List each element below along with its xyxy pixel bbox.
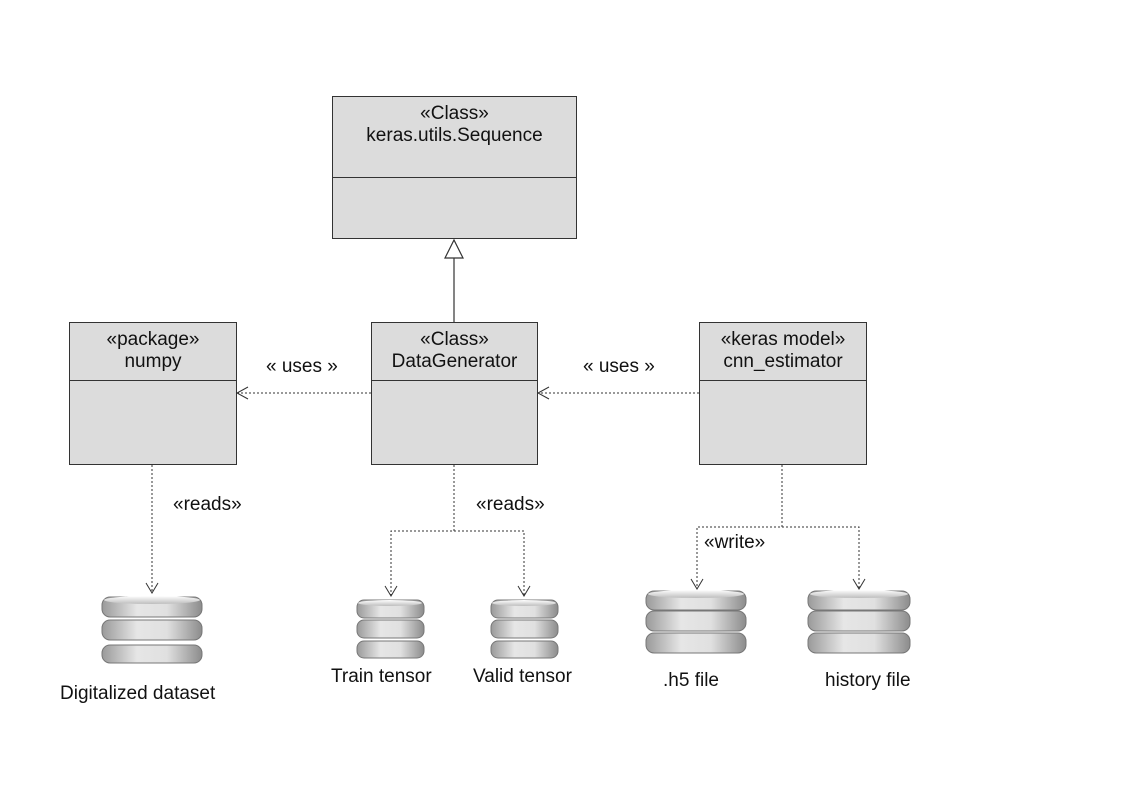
class-header: «package» numpy [70,323,236,381]
class-stereotype: «Class» [420,103,489,124]
class-body [372,381,537,464]
uses-arrow-left [235,386,371,400]
class-body [70,381,236,464]
class-header: «keras model» cnn_estimator [700,323,866,381]
reads-label-left: «reads» [173,494,242,515]
datastore-label-valid: Valid tensor [473,666,572,687]
write-arrow [690,465,866,590]
datastore-label-dataset: Digitalized dataset [60,683,216,704]
database-icon-dataset [101,596,203,664]
class-name: numpy [124,351,182,372]
class-body [333,178,576,238]
class-box-sequence: «Class» keras.utils.Sequence [332,96,577,239]
class-stereotype: «keras model» [720,329,846,350]
class-body [700,381,866,464]
class-name: keras.utils.Sequence [366,125,543,146]
class-header: «Class» DataGenerator [372,323,537,381]
write-label: «write» [704,532,766,553]
database-icon-train [356,599,425,659]
datastore-label-h5: .h5 file [663,670,719,691]
class-stereotype: «package» [106,329,200,350]
reads-arrow-left [145,465,159,594]
uses-label-left: « uses » [266,356,338,377]
class-header: «Class» keras.utils.Sequence [333,97,576,178]
class-name: cnn_estimator [723,351,843,372]
class-name: DataGenerator [391,351,518,372]
generalization-arrow [444,238,464,322]
class-stereotype: «Class» [420,329,489,350]
database-icon-history [807,590,911,654]
class-box-cnn-estimator: «keras model» cnn_estimator [699,322,867,465]
database-icon-h5 [645,590,747,654]
reads-arrow-middle [384,465,531,597]
reads-label-middle: «reads» [476,494,545,515]
class-box-datagenerator: «Class» DataGenerator [371,322,538,465]
uses-label-right: « uses » [583,356,655,377]
datastore-label-train: Train tensor [331,666,432,687]
class-box-numpy: «package» numpy [69,322,237,465]
uses-arrow-right [536,386,699,400]
datastore-label-history: history file [825,670,911,691]
database-icon-valid [490,599,559,659]
